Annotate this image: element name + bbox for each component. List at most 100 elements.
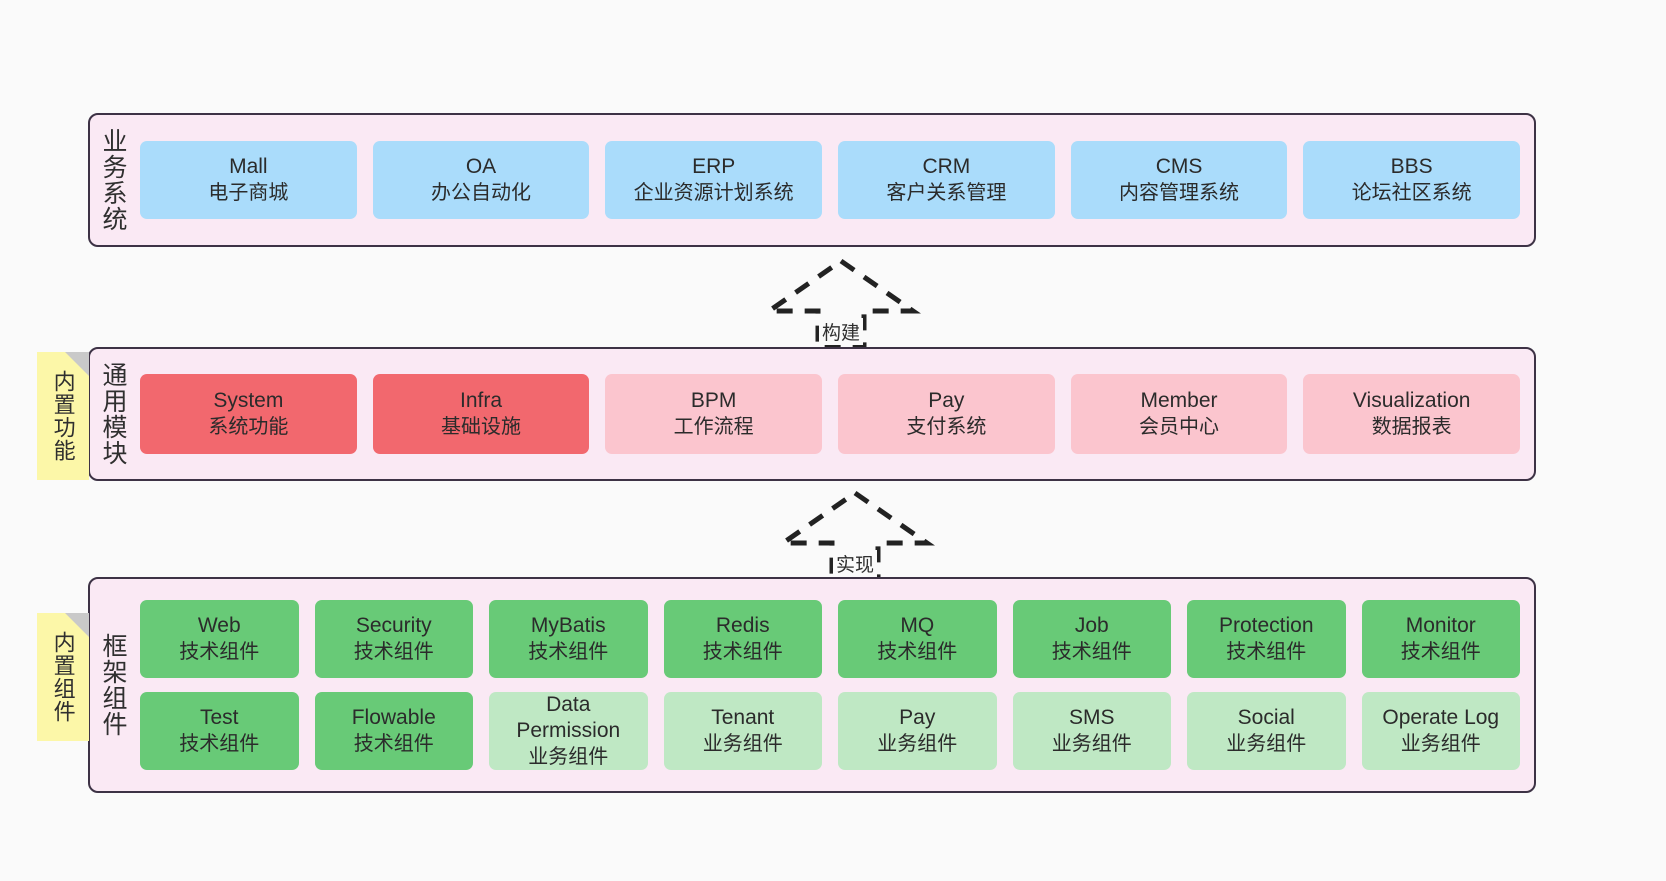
node-title: OA bbox=[465, 155, 497, 179]
node-title: ERP bbox=[692, 155, 736, 179]
layer-label-framework-components: 框架组件 bbox=[99, 633, 127, 737]
node-subtitle: 业务组件 bbox=[1051, 732, 1132, 755]
node-subtitle: 办公自动化 bbox=[431, 181, 531, 204]
node-subtitle: 技术组件 bbox=[1051, 640, 1132, 663]
sticky-note-builtin-features: 内置功能 bbox=[37, 352, 89, 480]
node-member[interactable]: Member 会员中心 bbox=[1070, 374, 1288, 454]
node-subtitle: 系统功能 bbox=[208, 415, 289, 438]
node-crm[interactable]: CRM 客户关系管理 bbox=[838, 141, 1055, 219]
node-mybatis[interactable]: MyBatis 技术组件 bbox=[489, 600, 648, 678]
node-monitor[interactable]: Monitor 技术组件 bbox=[1361, 600, 1520, 678]
node-title: Pay bbox=[928, 389, 965, 413]
node-subtitle: 业务组件 bbox=[1226, 732, 1307, 755]
node-title: Monitor bbox=[1405, 614, 1476, 638]
node-title: System bbox=[213, 389, 284, 413]
layer-label-business-system: 业务系统 bbox=[99, 128, 127, 232]
connector-implement: 实现 bbox=[757, 487, 953, 582]
node-subtitle: 技术组件 bbox=[353, 732, 434, 755]
node-subtitle: 技术组件 bbox=[1400, 640, 1481, 663]
node-cms[interactable]: CMS 内容管理系统 bbox=[1070, 141, 1288, 219]
node-visualization[interactable]: Visualization 数据报表 bbox=[1303, 374, 1521, 454]
node-web[interactable]: Web 技术组件 bbox=[140, 600, 299, 678]
connector-label-implement: 实现 bbox=[832, 550, 878, 577]
node-operate-log[interactable]: Operate Log 业务组件 bbox=[1361, 692, 1520, 770]
node-test[interactable]: Test 技术组件 bbox=[140, 692, 299, 770]
node-tenant[interactable]: Tenant 业务组件 bbox=[663, 692, 822, 770]
node-title: Social bbox=[1237, 706, 1295, 730]
node-subtitle: 内容管理系统 bbox=[1119, 181, 1240, 204]
layer-body-common-modules: System 系统功能 Infra 基础设施 BPM 工作流程 Pay 支付系统… bbox=[136, 349, 1534, 479]
node-title: BPM bbox=[690, 389, 737, 413]
node-infra[interactable]: Infra 基础设施 bbox=[372, 374, 590, 454]
node-mall[interactable]: Mall 电子商城 bbox=[140, 141, 357, 219]
node-job[interactable]: Job 技术组件 bbox=[1012, 600, 1171, 678]
node-title: Protection bbox=[1218, 614, 1314, 638]
node-bbs[interactable]: BBS 论坛社区系统 bbox=[1303, 141, 1521, 219]
node-subtitle: 数据报表 bbox=[1371, 415, 1452, 438]
node-subtitle: 基础设施 bbox=[441, 415, 521, 438]
node-title: Data Permission bbox=[516, 692, 621, 743]
node-social[interactable]: Social 业务组件 bbox=[1187, 692, 1346, 770]
connector-build: 构建 bbox=[743, 255, 939, 350]
node-subtitle: 业务组件 bbox=[702, 732, 783, 755]
node-subtitle: 企业资源计划系统 bbox=[633, 181, 794, 204]
node-data-permission[interactable]: Data Permission 业务组件 bbox=[489, 692, 648, 770]
node-title: MQ bbox=[900, 614, 935, 638]
node-title: MyBatis bbox=[530, 614, 606, 638]
node-sms[interactable]: SMS 业务组件 bbox=[1012, 692, 1171, 770]
connector-label-build: 构建 bbox=[818, 318, 864, 345]
node-subtitle: 技术组件 bbox=[1226, 640, 1307, 663]
node-subtitle: 技术组件 bbox=[179, 732, 260, 755]
sticky-note-label: 内置功能 bbox=[50, 370, 76, 462]
node-row: System 系统功能 Infra 基础设施 BPM 工作流程 Pay 支付系统… bbox=[140, 374, 1521, 454]
sticky-note-label: 内置组件 bbox=[50, 631, 76, 723]
node-oa[interactable]: OA 办公自动化 bbox=[372, 141, 590, 219]
node-protection[interactable]: Protection 技术组件 bbox=[1187, 600, 1346, 678]
sticky-note-builtin-components: 内置组件 bbox=[37, 613, 89, 741]
node-title: BBS bbox=[1390, 155, 1433, 179]
node-mq[interactable]: MQ 技术组件 bbox=[838, 600, 997, 678]
node-title: CMS bbox=[1155, 155, 1203, 179]
node-title: Flowable bbox=[351, 706, 436, 730]
node-subtitle: 会员中心 bbox=[1139, 415, 1220, 438]
node-subtitle: 支付系统 bbox=[906, 415, 987, 438]
layer-common-modules: 通用模块 System 系统功能 Infra 基础设施 BPM 工作流程 Pay… bbox=[88, 347, 1536, 481]
node-title: SMS bbox=[1068, 706, 1115, 730]
node-subtitle: 工作流程 bbox=[673, 415, 754, 438]
node-flowable[interactable]: Flowable 技术组件 bbox=[314, 692, 473, 770]
node-title: CRM bbox=[922, 155, 971, 179]
node-subtitle: 技术组件 bbox=[353, 640, 434, 663]
node-subtitle: 业务组件 bbox=[1400, 732, 1481, 755]
layer-body-framework-components: Web 技术组件 Security 技术组件 MyBatis 技术组件 Redi… bbox=[136, 579, 1534, 791]
node-subtitle: 技术组件 bbox=[877, 640, 958, 663]
node-pay-component[interactable]: Pay 业务组件 bbox=[838, 692, 997, 770]
node-title: Web bbox=[197, 614, 241, 638]
node-row: Mall 电子商城 OA 办公自动化 ERP 企业资源计划系统 CRM 客户关系… bbox=[140, 141, 1521, 219]
node-subtitle: 技术组件 bbox=[702, 640, 783, 663]
node-bpm[interactable]: BPM 工作流程 bbox=[605, 374, 823, 454]
node-pay-module[interactable]: Pay 支付系统 bbox=[838, 374, 1055, 454]
layer-framework-components: 框架组件 Web 技术组件 Security 技术组件 MyBatis 技术组件… bbox=[88, 577, 1536, 793]
node-title: Security bbox=[355, 614, 432, 638]
node-subtitle: 业务组件 bbox=[877, 732, 958, 755]
node-subtitle: 业务组件 bbox=[528, 745, 609, 768]
node-title: Pay bbox=[899, 706, 936, 730]
layer-label-common-modules: 通用模块 bbox=[99, 362, 127, 466]
node-subtitle: 电子商城 bbox=[208, 181, 289, 204]
node-redis[interactable]: Redis 技术组件 bbox=[663, 600, 822, 678]
dashed-hollow-arrow-up-icon bbox=[761, 257, 921, 350]
node-system[interactable]: System 系统功能 bbox=[140, 374, 357, 454]
node-subtitle: 客户关系管理 bbox=[886, 181, 1007, 204]
node-title: Redis bbox=[715, 614, 770, 638]
dashed-hollow-arrow-up-icon bbox=[775, 489, 935, 582]
node-title: Infra bbox=[459, 389, 503, 413]
node-title: Operate Log bbox=[1382, 706, 1500, 730]
node-subtitle: 技术组件 bbox=[528, 640, 609, 663]
node-title: Visualization bbox=[1352, 389, 1471, 413]
node-erp[interactable]: ERP 企业资源计划系统 bbox=[605, 141, 823, 219]
node-title: Member bbox=[1140, 389, 1218, 413]
node-security[interactable]: Security 技术组件 bbox=[314, 600, 473, 678]
node-row: Test 技术组件 Flowable 技术组件 Data Permission … bbox=[140, 692, 1520, 770]
node-subtitle: 技术组件 bbox=[179, 640, 260, 663]
